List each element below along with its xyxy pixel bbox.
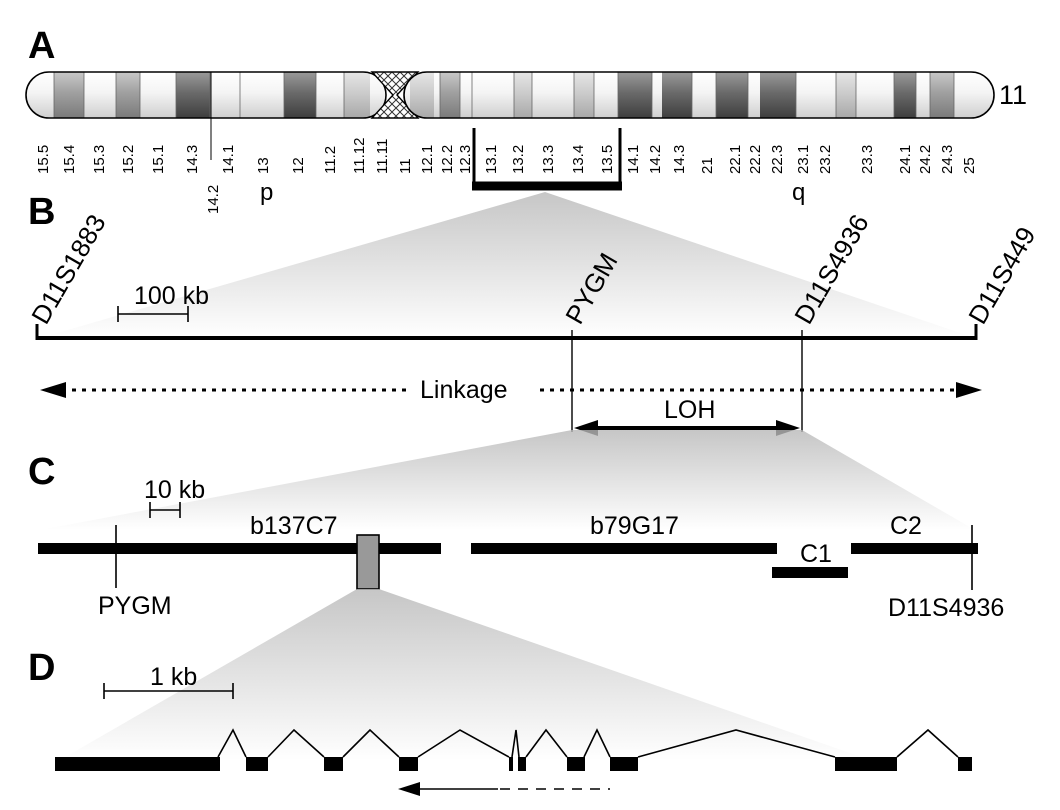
band-label: 15.1: [150, 145, 167, 174]
gene-structure: [55, 728, 972, 771]
band-label: 24.3: [939, 145, 956, 174]
intron: [511, 729, 520, 758]
scale-label-10kb: 10 kb: [144, 476, 205, 504]
p-arm-label: p: [260, 179, 273, 206]
band-label: 14.3: [184, 145, 201, 174]
band-label: 13.5: [599, 145, 616, 174]
clone-label-b137c7: b137C7: [250, 512, 338, 540]
exon: [610, 757, 638, 771]
intron: [525, 728, 568, 758]
marker-label-pygm-c: PYGM: [98, 592, 172, 620]
exon: [567, 757, 585, 771]
band-label: 13.3: [540, 145, 557, 174]
scale-label-1kb: 1 kb: [150, 663, 197, 691]
band-label: 23.1: [795, 145, 812, 174]
band-label: 23.3: [859, 145, 876, 174]
band-label: 12: [290, 157, 307, 174]
intron: [583, 728, 611, 758]
exon: [246, 757, 268, 771]
q-arm: [404, 72, 994, 118]
band-label: 22.3: [769, 145, 786, 174]
scale-bar-100kb: [117, 306, 189, 322]
band-label: 11.12: [351, 138, 368, 174]
highlighted-segment: [356, 534, 380, 590]
intron: [896, 728, 959, 758]
band-label: 22.1: [727, 145, 744, 174]
band-label: 21: [699, 157, 716, 174]
exon: [399, 757, 418, 771]
linkage-arrow: [40, 382, 982, 398]
exon: [509, 757, 513, 771]
linkage-label: Linkage: [420, 376, 508, 404]
band-label: 15.2: [120, 145, 137, 174]
clone-b137c7: [38, 543, 441, 554]
band-label: 14.3: [671, 145, 688, 174]
clone-c1: [772, 567, 848, 578]
clone-label-b79g17: b79G17: [590, 512, 679, 540]
band-label: 11.11: [374, 139, 391, 174]
q-band-labels: 11 12.1 12.2 12.3 13.1 13.2 13.3 13.4 13…: [397, 145, 978, 174]
scale-label-100kb: 100 kb: [134, 282, 209, 310]
chromosome-ideogram: [25, 71, 995, 160]
zoom-fan-b-to-c: [40, 430, 975, 530]
band-label: 12.3: [457, 145, 474, 174]
introns: [217, 728, 247, 758]
exon: [958, 757, 972, 771]
marker-label-d11s4936-c: D11S4936: [888, 594, 1004, 622]
band-label: 23.2: [817, 145, 834, 174]
panel-letter-b: B: [28, 191, 55, 233]
clone-c2: [851, 543, 978, 554]
panel-letter-a: A: [28, 25, 55, 67]
intron: [342, 728, 400, 758]
intron: [637, 729, 836, 758]
band-label: 11.2: [322, 146, 339, 174]
band-label: 14.1: [625, 145, 642, 174]
scale-bar-1kb: [103, 683, 234, 699]
intron: [267, 728, 325, 758]
highlighted-region-bracket: [472, 128, 622, 191]
band-label: 24.2: [917, 145, 934, 174]
band-label: 15.4: [61, 145, 78, 174]
chromosome-number: 11: [999, 80, 1027, 110]
band-label: 24.1: [897, 145, 914, 174]
band-label: 13.2: [510, 145, 527, 174]
band-label: 15.3: [91, 145, 108, 174]
panel-letter-d: D: [28, 647, 55, 689]
marker-label-d11s449: D11S449: [962, 222, 1041, 329]
band-label: 13.1: [483, 145, 500, 174]
band-label: 14.1: [220, 145, 237, 174]
panel-letter-c: C: [28, 451, 55, 493]
scale-bar-10kb: [149, 502, 181, 518]
band-label: 12.2: [439, 145, 456, 174]
band-label: 22.2: [747, 145, 764, 174]
band-label: 13.4: [570, 145, 587, 174]
intron: [417, 729, 510, 758]
exon: [518, 757, 526, 771]
band-label: 14.2: [647, 145, 664, 174]
p-band-labels: 15.5 15.4 15.3 15.2 15.1 14.3 14.1 13 12…: [35, 138, 391, 214]
clone-label-c2: C2: [890, 512, 922, 540]
band-label: 13: [255, 157, 272, 174]
exon: [835, 757, 897, 771]
loh-label: LOH: [664, 396, 715, 424]
exon: [324, 757, 343, 771]
band-label: 12.1: [419, 145, 436, 174]
p-arm: [26, 72, 386, 118]
band-label: 25: [961, 157, 978, 174]
q-arm-label: q: [792, 179, 805, 206]
band-label: 14.2: [205, 185, 222, 214]
exon: [55, 757, 220, 771]
clone-b79g17: [471, 543, 777, 554]
clone-label-c1: C1: [800, 540, 832, 568]
band-label: 15.5: [35, 145, 52, 174]
zoom-fan-a-to-b: [40, 192, 975, 338]
zoom-fan-c-to-d: [60, 589, 870, 760]
band-label: 11: [397, 158, 414, 174]
transcription-direction-arrow: [398, 782, 610, 796]
